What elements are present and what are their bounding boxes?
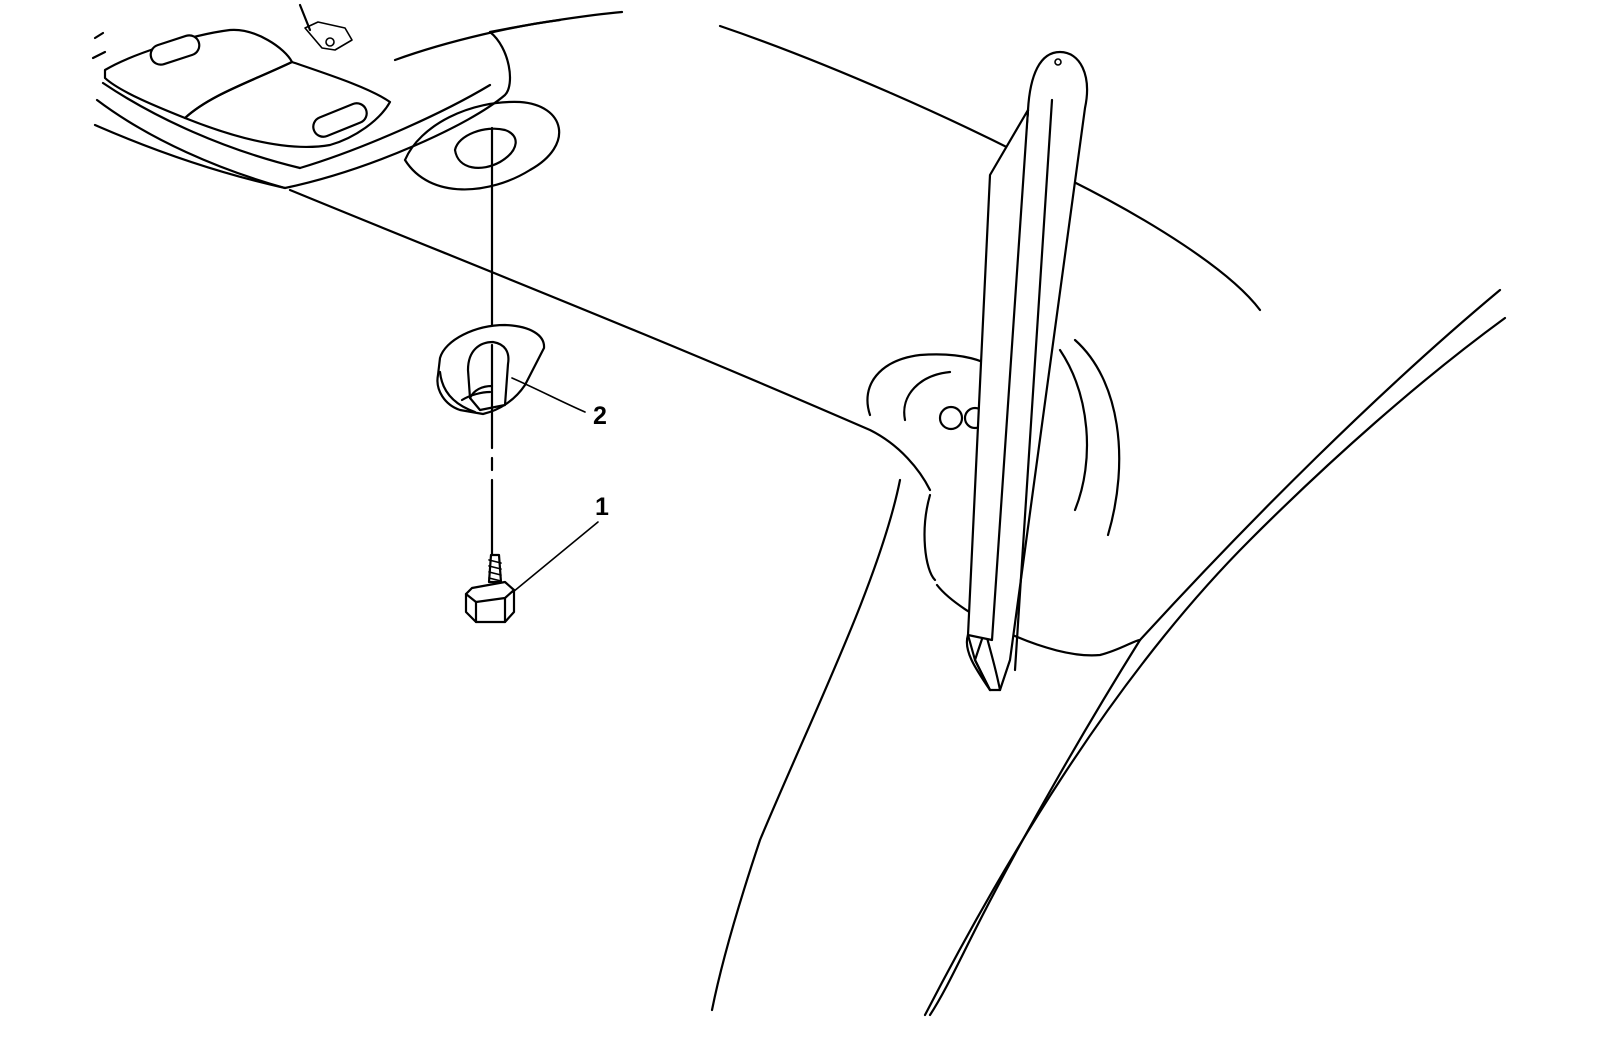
callout-number-1: 1 (595, 493, 609, 521)
headliner-outline (91, 3, 1262, 492)
sun-visor (965, 50, 1089, 692)
visor-clip (436, 323, 546, 416)
bolt (464, 553, 516, 624)
callout-number-2: 2 (593, 402, 607, 430)
callout-1: 1 (512, 493, 609, 593)
a-pillar-trim (710, 288, 1507, 1017)
callout-2: 2 (511, 377, 607, 430)
